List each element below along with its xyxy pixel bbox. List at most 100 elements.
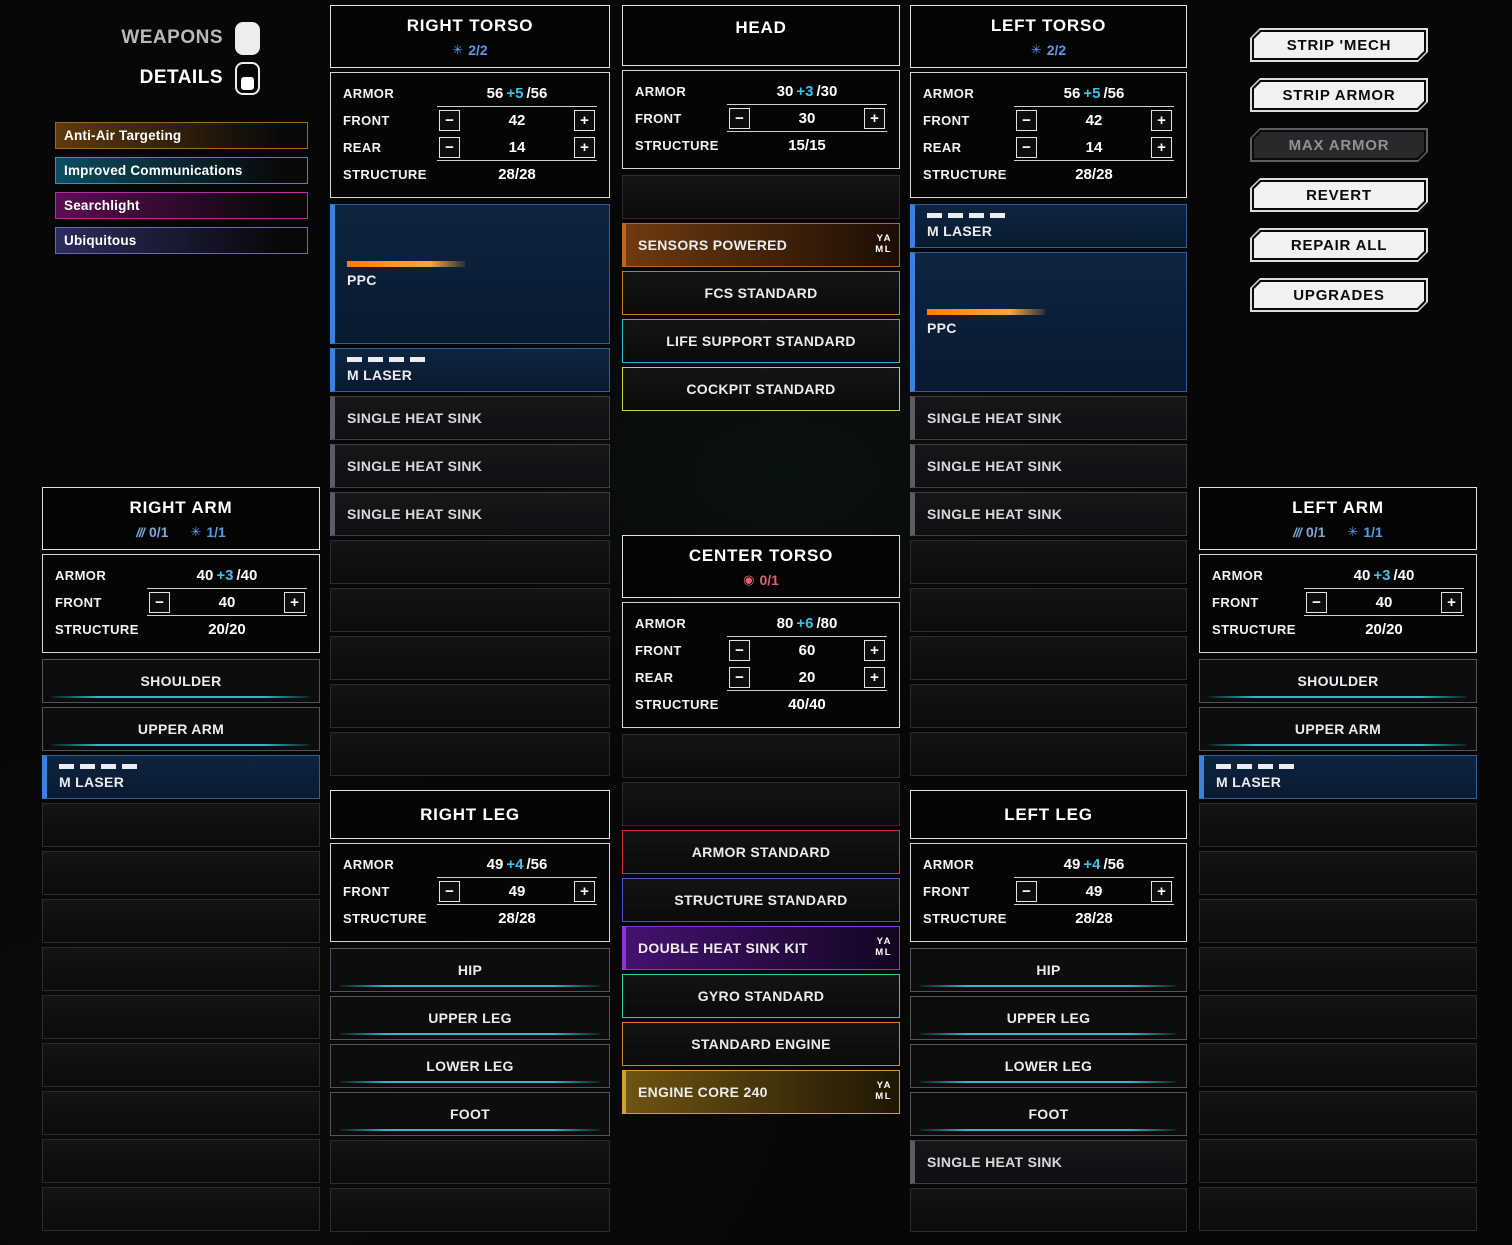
ppc-slot[interactable]: PPC bbox=[330, 204, 610, 344]
hip-label: HIP bbox=[1036, 962, 1061, 978]
gyro-standard-slot[interactable]: GYRO STANDARD bbox=[622, 974, 900, 1018]
single-heat-sink-slot[interactable]: SINGLE HEAT SINK bbox=[910, 444, 1187, 488]
foot-slot[interactable]: FOOT bbox=[330, 1092, 610, 1136]
left-leg-front-armor-control: −49+ bbox=[1014, 878, 1174, 905]
m-laser-slot[interactable]: M LASER bbox=[1199, 755, 1477, 799]
head-front-armor-increase-button[interactable]: + bbox=[864, 107, 885, 129]
upper-arm-slot[interactable]: UPPER ARM bbox=[1199, 707, 1477, 751]
quirk-searchlight[interactable]: Searchlight bbox=[55, 192, 308, 219]
left-torso-title: LEFT TORSO bbox=[990, 16, 1107, 35]
armor-max: /40 bbox=[1393, 566, 1415, 584]
standard-engine-slot[interactable]: STANDARD ENGINE bbox=[622, 1022, 900, 1066]
left-leg-title: LEFT LEG bbox=[1004, 805, 1093, 824]
max-armor-button-frame: MAX ARMOR bbox=[1252, 130, 1426, 160]
upper-arm-slot[interactable]: UPPER ARM bbox=[42, 707, 320, 751]
ballistic-hardpoint-count: 0/1 bbox=[1306, 524, 1326, 540]
upper-leg-slot[interactable]: UPPER LEG bbox=[330, 996, 610, 1040]
front-label: FRONT bbox=[343, 113, 390, 128]
life-support-standard-slot[interactable]: LIFE SUPPORT STANDARD bbox=[622, 319, 900, 363]
m-laser-slot[interactable]: M LASER bbox=[42, 755, 320, 799]
left-leg-front-armor-increase-button[interactable]: + bbox=[1151, 880, 1172, 902]
right-arm-front-armor-decrease-button[interactable]: − bbox=[149, 591, 170, 613]
empty-slot bbox=[330, 1140, 610, 1184]
single-heat-sink-slot[interactable]: SINGLE HEAT SINK bbox=[910, 492, 1187, 536]
empty-slot bbox=[42, 1043, 320, 1087]
right-torso-rear-armor-decrease-button[interactable]: − bbox=[439, 136, 460, 158]
quirk-anti-air-targeting[interactable]: Anti-Air Targeting bbox=[55, 122, 308, 149]
fcs-standard-slot[interactable]: FCS STANDARD bbox=[622, 271, 900, 315]
structure-standard-slot[interactable]: STRUCTURE STANDARD bbox=[622, 878, 900, 922]
rear-label: REAR bbox=[923, 140, 962, 155]
single-heat-sink-slot[interactable]: SINGLE HEAT SINK bbox=[330, 492, 610, 536]
cockpit-standard-slot[interactable]: COCKPIT STANDARD bbox=[622, 367, 900, 411]
left-leg-front-row: FRONT−49+ bbox=[923, 878, 1174, 905]
center-torso-front-armor-increase-button[interactable]: + bbox=[864, 640, 885, 661]
shoulder-slot[interactable]: SHOULDER bbox=[42, 659, 320, 703]
empty-slot bbox=[910, 540, 1187, 584]
left-arm-front-armor-decrease-button[interactable]: − bbox=[1306, 591, 1327, 613]
revert-button[interactable]: REVERT bbox=[1250, 178, 1428, 212]
quirk-ubiquitous[interactable]: Ubiquitous bbox=[55, 227, 308, 254]
armor-label: ARMOR bbox=[923, 857, 975, 872]
left-torso-rear-armor-increase-button[interactable]: + bbox=[1151, 136, 1172, 158]
m-laser-slot[interactable]: M LASER bbox=[330, 348, 610, 392]
m-laser-slot[interactable]: M LASER bbox=[910, 204, 1187, 248]
upgrades-button[interactable]: UPGRADES bbox=[1250, 278, 1428, 312]
right-leg-front-armor-increase-button[interactable]: + bbox=[574, 880, 595, 902]
left-leg-structure-value: 28/28 bbox=[1014, 905, 1174, 932]
details-toggle[interactable] bbox=[235, 61, 260, 95]
right-leg-front-armor-value: 49 bbox=[508, 882, 526, 900]
single-heat-sink-slot[interactable]: SINGLE HEAT SINK bbox=[910, 396, 1187, 440]
center-torso-front-armor-decrease-button[interactable]: − bbox=[729, 640, 750, 661]
quirk-improved-communications[interactable]: Improved Communications bbox=[55, 157, 308, 184]
left-torso-front-armor-increase-button[interactable]: + bbox=[1151, 110, 1172, 131]
center-torso-rear-armor-increase-button[interactable]: + bbox=[864, 666, 885, 688]
foot-slot[interactable]: FOOT bbox=[910, 1092, 1187, 1136]
right-leg-header: RIGHT LEG bbox=[330, 790, 610, 839]
lower-leg-slot[interactable]: LOWER LEG bbox=[910, 1044, 1187, 1088]
strip-mech-button[interactable]: STRIP 'MECH bbox=[1250, 28, 1428, 62]
right-leg-front-armor-decrease-button[interactable]: − bbox=[439, 880, 460, 902]
single-heat-sink-slot[interactable]: SINGLE HEAT SINK bbox=[910, 1140, 1187, 1184]
ppc-slot[interactable]: PPC bbox=[910, 252, 1187, 392]
right-torso-front-armor-increase-button[interactable]: + bbox=[574, 110, 595, 131]
left-arm-header: LEFT ARM///0/1✳1/1 bbox=[1199, 487, 1477, 550]
left-torso-rear-armor-decrease-button[interactable]: − bbox=[1016, 136, 1037, 158]
shoulder-slot[interactable]: SHOULDER bbox=[1199, 659, 1477, 703]
left-torso-front-armor-decrease-button[interactable]: − bbox=[1016, 110, 1037, 131]
hip-label: HIP bbox=[457, 962, 483, 978]
right-torso-front-armor-decrease-button[interactable]: − bbox=[439, 110, 460, 131]
single-heat-sink-label: SINGLE HEAT SINK bbox=[927, 1154, 1063, 1170]
armor-label: ARMOR bbox=[923, 86, 975, 101]
right-torso-rear-armor-increase-button[interactable]: + bbox=[574, 136, 595, 158]
life-support-standard-label: LIFE SUPPORT STANDARD bbox=[666, 333, 856, 349]
weapons-toggle[interactable] bbox=[235, 21, 260, 55]
left-arm-front-armor-increase-button[interactable]: + bbox=[1441, 591, 1462, 613]
upper-leg-slot[interactable]: UPPER LEG bbox=[910, 996, 1187, 1040]
right-torso-front-armor-control: − 42 + bbox=[437, 107, 597, 134]
armor-standard-slot[interactable]: ARMOR STANDARD bbox=[622, 830, 900, 874]
ballistic-hardpoint-badge: ///0/1 bbox=[1293, 524, 1325, 540]
single-heat-sink-slot[interactable]: SINGLE HEAT SINK bbox=[330, 444, 610, 488]
pip-icon bbox=[389, 357, 404, 362]
lower-leg-slot[interactable]: LOWER LEG bbox=[330, 1044, 610, 1088]
strip-armor-button[interactable]: STRIP ARMOR bbox=[1250, 78, 1428, 112]
single-heat-sink-slot[interactable]: SINGLE HEAT SINK bbox=[330, 396, 610, 440]
repair-all-button[interactable]: REPAIR ALL bbox=[1250, 228, 1428, 262]
left-leg-front-armor-decrease-button[interactable]: − bbox=[1016, 880, 1037, 902]
left-torso-structure-value: 28/28 bbox=[1014, 161, 1174, 188]
hip-slot[interactable]: HIP bbox=[330, 948, 610, 992]
right-arm-front-armor-increase-button[interactable]: + bbox=[284, 591, 305, 613]
left-arm-front-armor-value: 40 bbox=[1375, 593, 1393, 611]
right-torso-front-armor-value: 42 bbox=[508, 112, 526, 129]
center-torso-rear-armor-decrease-button[interactable]: − bbox=[729, 666, 750, 688]
hip-slot[interactable]: HIP bbox=[910, 948, 1187, 992]
head-front-armor-decrease-button[interactable]: − bbox=[729, 107, 750, 129]
